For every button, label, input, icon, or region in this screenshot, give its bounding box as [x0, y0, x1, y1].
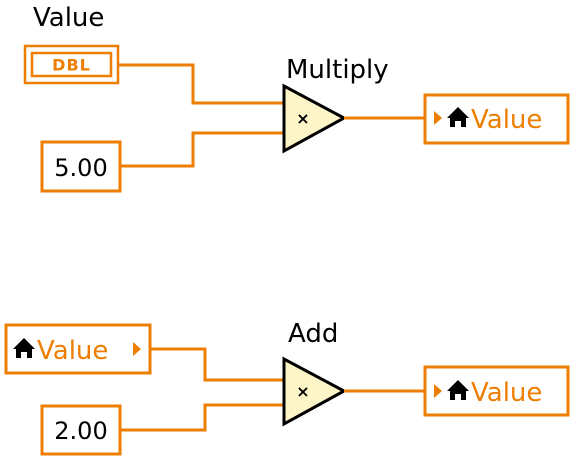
- home-icon: [447, 107, 469, 127]
- wire-constant-to-multiply: [120, 131, 285, 168]
- input-label-value: Value: [33, 3, 104, 33]
- home-icon: [13, 338, 35, 358]
- wire-dbl-to-multiply: [118, 63, 285, 105]
- input-property-label: Value: [37, 336, 108, 366]
- triangle-right-icon: [133, 342, 141, 356]
- triangle-right-icon: [434, 384, 442, 398]
- value-property-write-node-2[interactable]: Value: [423, 365, 570, 417]
- value-property-write-node[interactable]: Value: [423, 93, 570, 145]
- wire-input-to-add: [150, 347, 285, 382]
- wire-constant-to-add: [120, 403, 285, 432]
- home-icon: [447, 380, 469, 400]
- constant-value: 2.00: [54, 417, 107, 445]
- value-property-read-node[interactable]: Value: [4, 323, 152, 375]
- constant-5[interactable]: 5.00: [40, 140, 122, 193]
- add-node[interactable]: ×: [282, 356, 348, 427]
- multiply-symbol: ×: [296, 109, 309, 128]
- multiply-node[interactable]: ×: [282, 83, 348, 154]
- add-node-title: Add: [288, 319, 338, 349]
- dbl-control-terminal[interactable]: DBL: [23, 44, 120, 85]
- dbl-type-label: DBL: [52, 56, 91, 75]
- output-label: Value: [471, 105, 542, 135]
- output-label: Value: [471, 378, 542, 408]
- add-symbol: ×: [296, 382, 309, 401]
- constant-2[interactable]: 2.00: [40, 404, 122, 456]
- constant-value: 5.00: [54, 154, 107, 182]
- triangle-right-icon: [434, 111, 442, 125]
- multiply-node-title: Multiply: [286, 55, 389, 85]
